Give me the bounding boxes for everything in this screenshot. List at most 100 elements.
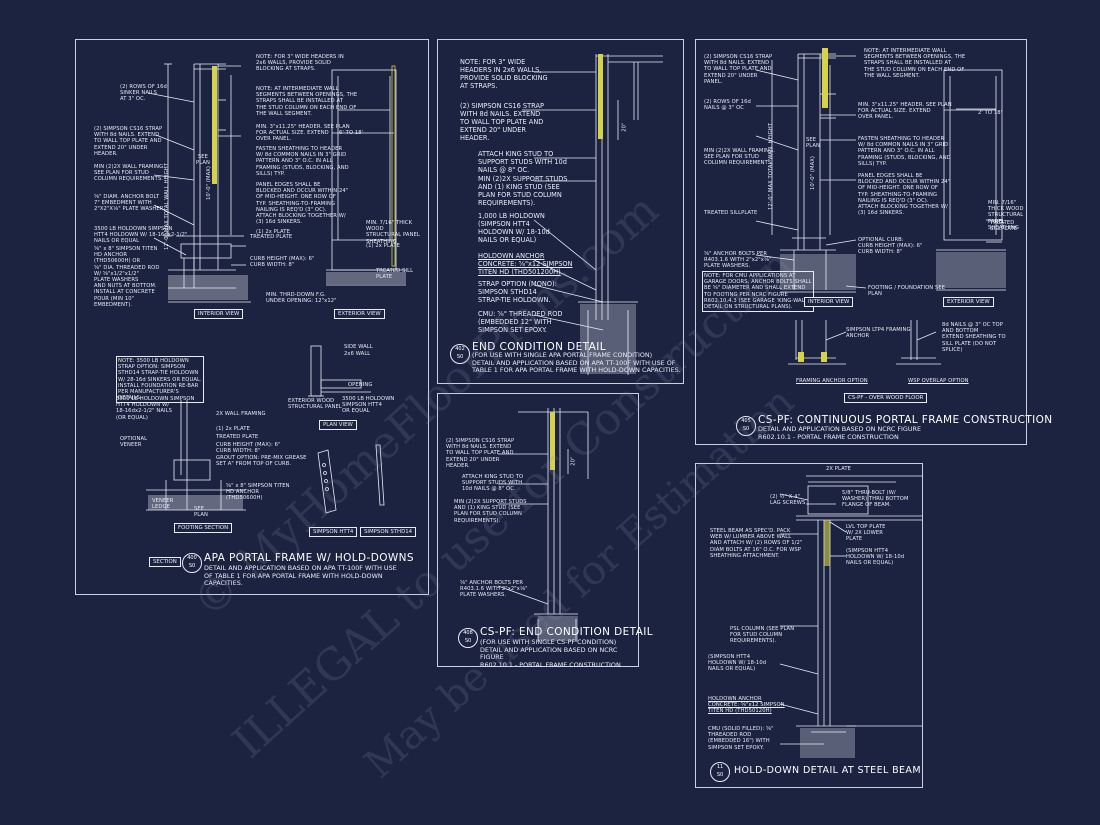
s4-note-bolts: ⅝" ANCHOR BOLTS PER R403.1.6 WITH 2"x2"x… xyxy=(704,251,772,270)
ft-note-plate: (1) 2x PLATE xyxy=(216,426,250,432)
s5-thru-bolt: 5/8" THRU-BOLT (W/ WASHER) THRU BOTTOM F… xyxy=(842,490,909,509)
s4-exterior-view: EXTERIOR VIEW xyxy=(943,297,994,307)
s5-lag: (2) ½" X 4" LAG SCREWS xyxy=(770,494,806,507)
note-titen-anchor: ⅝" x 8" SIMPSON TITEN HD ANCHOR (THD5060… xyxy=(94,246,160,308)
footing-section-label: FOOTING SECTION xyxy=(174,523,233,533)
s2-note-king-stud: ATTACH KING STUD TO SUPPORT STUDS WITH 1… xyxy=(478,150,567,174)
apa-portal-drawing xyxy=(146,63,406,514)
s5-htt4-top: (SIMPSON HTT4 HOLDOWN W/ 18-10d NAILS OR… xyxy=(846,548,905,567)
s4-note-panel: PANEL EDGES SHALL BE BLOCKED AND OCCUR W… xyxy=(858,173,951,217)
s5-anchor: HOLDOWN ANCHOR CONCRETE: ⅝"x12 SIMPSON T… xyxy=(708,696,785,715)
note-3in-headers: NOTE: FOR 3" WIDE HEADERS IN 2x6 WALLS, … xyxy=(256,54,344,73)
ft-note-titen: ⅝" x 8" SIMPSON TITEN HD ANCHOR (THD5060… xyxy=(226,483,290,502)
sheet-cspf-end: (2) SIMPSON CS16 STRAP WITH 8d NAILS. EX… xyxy=(437,393,653,669)
note-curb: CURB HEIGHT (MAX): 6" CURB WIDTH: 8" xyxy=(250,256,315,269)
holdown-note: NOTE: 3500 LB HOLDOWN STRAP OPTION: SIMP… xyxy=(116,356,204,404)
sthd14-label: SIMPSON STHD14 xyxy=(360,527,417,537)
s3-title: CS-PF: END CONDITION DETAIL xyxy=(480,626,653,638)
sheet-cspf-continuous: (2) SIMPSON CS16 STRAP WITH 8d NAILS. EX… xyxy=(695,39,1052,445)
s4-see-plan: SEE PLAN xyxy=(806,137,820,150)
note-cs16-strap: (2) SIMPSON CS16 STRAP WITH 8d NAILS. EX… xyxy=(94,126,163,157)
s5-lvl: LVL TOP PLATE W/ 2X LOWER PLATE xyxy=(846,524,886,543)
s5-beam-note: STEEL BEAM AS SPEC'D. PACK WEB W/ LUMBER… xyxy=(710,528,803,559)
s3-note-strap: (2) SIMPSON CS16 STRAP WITH 8d NAILS. EX… xyxy=(446,438,515,469)
note-sheathing: MIN. 7/16" THICK WOOD STRUCTURAL PANEL S… xyxy=(366,220,420,245)
sheet-apa-portal-frame: (2) ROWS OF 16d SINKER NAILS AT 3" OC. (… xyxy=(75,39,429,595)
plan-3500: 3500 LB HOLDOWN SIMPSON HTT4 OR EQUAL xyxy=(342,396,395,415)
s4-note-header: MIN. 3"x11.25" HEADER. SEE PLAN FOR ACTU… xyxy=(858,102,952,121)
ft-note-veneer: OPTIONAL VENEER xyxy=(120,436,148,449)
s5-title: HOLD-DOWN DETAIL AT STEEL BEAM xyxy=(734,765,921,776)
s2-note-anchor: HOLDOWN ANCHOR CONCRETE: ⅝"x12 SIMPSON T… xyxy=(478,252,573,276)
see-plan-label: SEE PLAN xyxy=(196,154,210,167)
plan-ext-panel: EXTERIOR WOOD STRUCTURAL PANEL xyxy=(288,398,342,411)
ft-note-framing: 2X WALL FRAMING xyxy=(216,411,266,417)
note-panel-edges: PANEL EDGES SHALL BE BLOCKED AND OCCUR W… xyxy=(256,182,349,226)
s3-dim: 20" xyxy=(570,456,577,466)
ft-note-holdown: 3500 LB HOLDOWN SIMPSON HTT4 HOLDOWN W/ … xyxy=(116,396,195,421)
note-16d-sinker: (2) ROWS OF 16d SINKER NAILS AT 3" OC. xyxy=(120,84,167,103)
s3-desc: (FOR USE WITH SINGLE CS-PF CONDITION) DE… xyxy=(480,638,621,669)
s4-note-strap: (2) SIMPSON CS16 STRAP WITH 8d NAILS. EX… xyxy=(704,54,773,85)
height-label: 10'-0" (MAX) xyxy=(206,165,212,200)
interior-view-label: INTERIOR VIEW xyxy=(194,309,244,319)
ft-note-grout: GROUT OPTION: PRE-MIX GREASE SET A" FROM… xyxy=(216,455,307,468)
s4-note-sillplate: TREATED SILLPLATE xyxy=(704,210,758,216)
note-fasten: FASTEN SHEATHING TO HEADER W/ 8d COMMON … xyxy=(256,146,349,177)
s2-note-support: MIN (2)2X SUPPORT STUDS AND (1) KING STU… xyxy=(478,175,568,207)
sheet-end-condition: NOTE: FOR 3" WIDE HEADERS IN 2x6 WALLS, … xyxy=(437,39,684,384)
plan-view-label: PLAN VIEW xyxy=(319,420,357,430)
s4-note-sheathing: MIN. 7/16" THICK WOOD STRUCTURAL PANEL S… xyxy=(988,200,1024,231)
s2-note-strap: (2) SIMPSON CS16 STRAP WITH 8d NAILS. EX… xyxy=(460,102,544,142)
s4-wsp-overlap: WSP OVERLAP OPTION xyxy=(908,378,969,384)
s2-note-headers: NOTE: FOR 3" WIDE HEADERS IN 2x6 WALLS, … xyxy=(460,58,548,90)
s2-title: END CONDITION DETAIL xyxy=(472,341,606,353)
s2-dim: 20" xyxy=(621,122,628,132)
s4-note-fasten: FASTEN SHEATHING TO HEADER W/ 8d COMMON … xyxy=(858,136,951,167)
cspf-end-drawing xyxy=(497,408,589,642)
note-intermediate: NOTE: AT INTERMEDIATE WALL SEGMENTS BETW… xyxy=(256,86,358,117)
note-thrd-down: MIN. THRD-DOWN F.G. UNDER OPENING: 12"x1… xyxy=(266,292,337,305)
htt4-label: SIMPSON HTT4 xyxy=(309,527,358,537)
see-plan-2: SEE PLAN xyxy=(194,506,208,519)
s2-desc: (FOR USE WITH SINGLE APA PORTAL FRAME CO… xyxy=(472,351,681,375)
s4-overlap-note: 8d NAILS @ 3" OC TOP AND BOTTOM EXTEND S… xyxy=(942,322,1006,353)
note-treated-plate: TREATED PLATE xyxy=(250,234,293,240)
plan-opening: OPENING xyxy=(348,382,373,388)
s4-note-curb: OPTIONAL CURB: CURB HEIGHT (MAX): 6" CUR… xyxy=(858,237,923,256)
sheet-desc: DETAIL AND APPLICATION BASED ON APA TT-1… xyxy=(204,564,397,588)
exterior-view-label: EXTERIOR VIEW xyxy=(334,309,385,319)
s4-note-16d: (2) ROWS OF 16d NAILS @ 3" OC xyxy=(704,99,751,112)
dim-6-to-18: 6' TO 18' xyxy=(339,130,364,136)
s4-note-footing: FOOTING / FOUNDATION SEE PLAN xyxy=(868,285,946,298)
s4-note-intermediate: NOTE: AT INTERMEDIATE WALL SEGMENTS BETW… xyxy=(864,48,966,79)
s3-note-king: ATTACH KING STUD TO SUPPORT STUDS WITH 1… xyxy=(462,474,524,493)
s4-note-sill: TREATED SILLPLATE xyxy=(990,220,1018,233)
steel-beam-drawing xyxy=(779,475,922,758)
note-2x-plate-ext: (1) 2x PLATE xyxy=(366,243,400,249)
s4-dim-2-18: 2' TO 18' xyxy=(978,110,1003,116)
s5-2x-plate: 2X PLATE xyxy=(826,466,852,472)
s4-height2: 12'-0" MAX TOTAL WALL HEIGHT xyxy=(768,123,774,210)
s4-desc: DETAIL AND APPLICATION BASED ON NCRC FIG… xyxy=(758,425,921,441)
ft-note-treated: TREATED PLATE xyxy=(216,434,259,440)
note-2x-plate: (1) 2x PLATE xyxy=(256,229,290,235)
s5-htt4-bot: (SIMPSON HTT4 HOLDOWN W/ 18-10d NAILS OR… xyxy=(708,654,767,673)
sheet-title: APA PORTAL FRAME W/ HOLD-DOWNS xyxy=(204,552,414,564)
s4-height: 10'-0" (MAX) xyxy=(810,155,816,190)
s4-interior-view: INTERIOR VIEW xyxy=(804,297,854,307)
s2-note-cmu: CMU: ⅝" THREADED ROD (EMBEDDED 12" WITH … xyxy=(478,310,563,334)
end-condition-drawing xyxy=(522,54,663,375)
s3-note-anchor: ⅝" ANCHOR BOLTS PER R403.1.6 WITH 2"x2"x… xyxy=(460,580,528,599)
ft-note-curb: CURB HEIGHT (MAX): 6" CURB WIDTH: 8" xyxy=(216,442,281,455)
s3-note-support: MIN (2)2X SUPPORT STUDS AND (1) KING STU… xyxy=(454,499,527,524)
s5-psl: PSL COLUMN (SEE PLAN FOR STUD COLUMN REQ… xyxy=(730,626,795,645)
s4-note-box: NOTE: FOR CMU APPLICATIONS AT GARAGE DOO… xyxy=(702,271,814,313)
note-header: MIN. 3"x11.25" HEADER. SEE PLAN FOR ACTU… xyxy=(256,124,350,143)
plan-2x6: 2x6 WALL xyxy=(344,351,371,357)
s4-over-wood: CS-PF - OVER WOOD FLOOR xyxy=(844,393,928,403)
ft-note-ledge: VENEER LEDGE xyxy=(152,498,174,511)
